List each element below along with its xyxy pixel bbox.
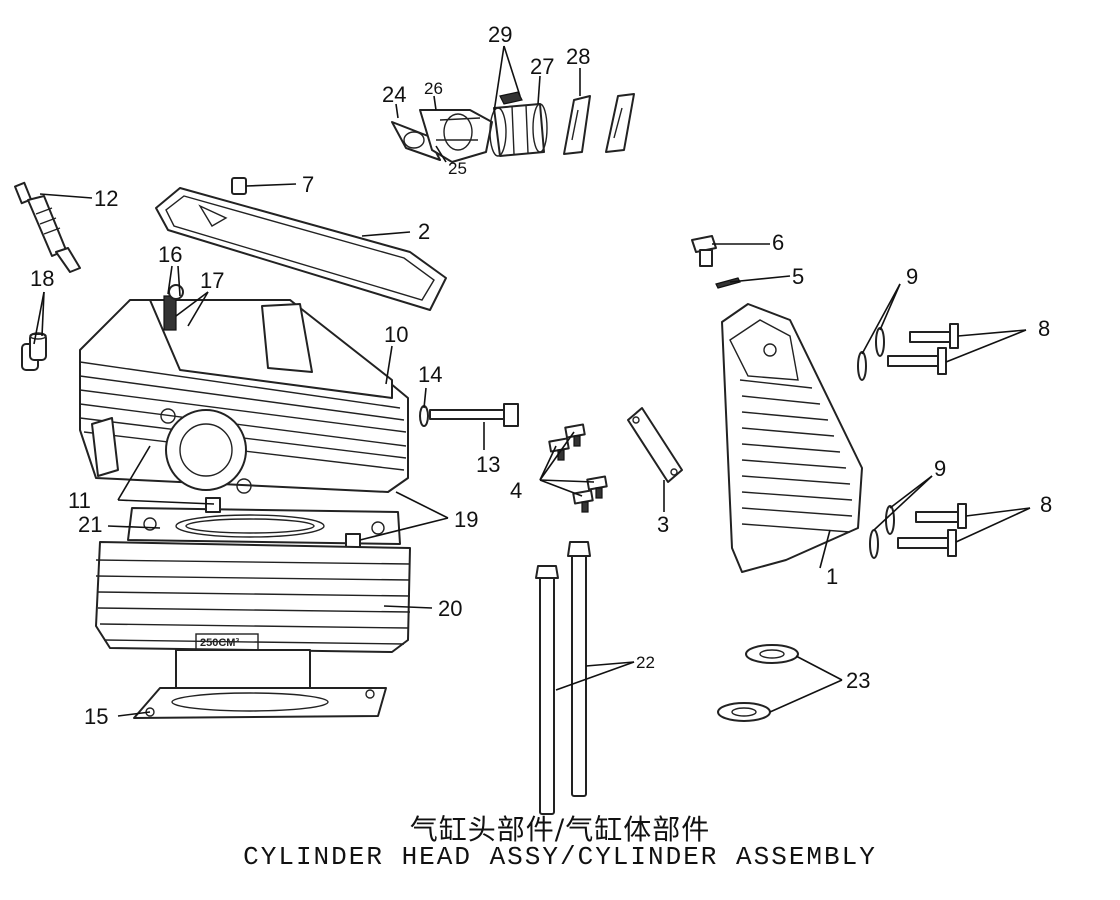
callout-numbers: 1 2 3 4 5 6 7 8 8 9 9 10 11 12 13 14 15 … (30, 22, 1052, 729)
valve-caps (21, 332, 47, 371)
intake-boot (489, 91, 548, 157)
bolts-4 (548, 423, 608, 513)
callout-7: 7 (302, 172, 314, 197)
base-gasket (133, 687, 387, 719)
diagram-title-english: CYLINDER HEAD ASSY/CYLINDER ASSEMBLY (243, 842, 877, 872)
cylinder-studs (535, 541, 591, 815)
head-cover-gasket (155, 187, 447, 311)
callout-3: 3 (657, 512, 669, 537)
callout-9a: 9 (906, 264, 918, 289)
callout-23: 23 (846, 668, 870, 693)
washer-5 (715, 277, 741, 289)
leader-lines (33, 45, 1031, 717)
spark-plug (13, 181, 81, 273)
casting-mark: 250CM³ (200, 637, 239, 649)
callout-27: 27 (530, 54, 554, 79)
cover-plate (627, 407, 683, 483)
callout-16: 16 (158, 242, 182, 267)
orings-9-upper (857, 327, 885, 381)
cylinder-block: 250CM³ (95, 541, 411, 695)
orings-9-lower (869, 505, 895, 559)
callout-26: 26 (424, 79, 443, 98)
callout-15: 15 (84, 704, 108, 729)
head-bolt (419, 403, 519, 427)
bolt-6 (691, 235, 717, 267)
callout-10: 10 (384, 322, 408, 347)
head-gasket (127, 497, 401, 551)
callout-4: 4 (510, 478, 522, 503)
callout-22: 22 (636, 653, 655, 672)
callout-2: 2 (418, 219, 430, 244)
callout-6: 6 (772, 230, 784, 255)
callout-17: 17 (200, 268, 224, 293)
callout-8a: 8 (1038, 316, 1050, 341)
diagram-title-chinese: 气缸头部件/气缸体部件 (409, 813, 711, 846)
callout-18: 18 (30, 266, 54, 291)
callout-1: 1 (826, 564, 838, 589)
callout-9b: 9 (934, 456, 946, 481)
callout-25: 25 (448, 159, 467, 178)
cover-bolt-7 (231, 177, 247, 195)
callout-14: 14 (418, 362, 442, 387)
callout-29: 29 (488, 22, 512, 47)
cylinder-head (79, 284, 409, 494)
caps-8-lower (897, 503, 967, 557)
caps-8-upper (887, 323, 959, 375)
callout-20: 20 (438, 596, 462, 621)
reed-plates (563, 93, 635, 155)
callout-21: 21 (78, 512, 102, 537)
callout-28: 28 (566, 44, 590, 69)
callout-12: 12 (94, 186, 118, 211)
callout-24: 24 (382, 82, 406, 107)
head-side-cover (721, 303, 863, 573)
callout-11: 11 (68, 488, 91, 513)
callout-8b: 8 (1040, 492, 1052, 517)
callout-13: 13 (476, 452, 500, 477)
callout-19: 19 (454, 507, 478, 532)
washers-23 (717, 644, 799, 722)
callout-5: 5 (792, 264, 804, 289)
intake-gasket (391, 121, 441, 161)
